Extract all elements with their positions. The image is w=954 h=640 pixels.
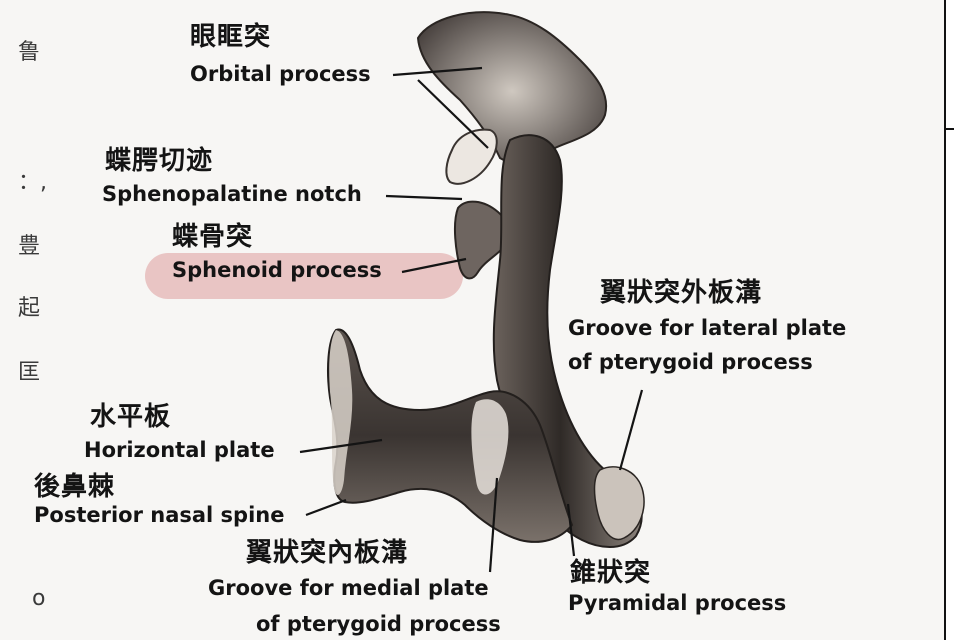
orbital-process-label-en: Orbital process [190, 62, 371, 86]
horizontal-plate-label-en: Horizontal plate [84, 438, 275, 462]
lateral-groove-label-en-line1: Groove for lateral plate [568, 316, 847, 340]
leader-medial-groove [488, 477, 499, 573]
sphenoid-process-shape [453, 200, 511, 280]
lateral-groove-label-zh: 翼狀突外板溝 [600, 278, 763, 308]
posterior-nasal-spine-label-zh: 後鼻棘 [34, 472, 116, 502]
orbital-process-label-zh: 眼眶突 [190, 22, 272, 52]
pyramidal-process-label-zh: 錐狀突 [570, 558, 652, 588]
margin-fragment: ：, [18, 170, 47, 195]
margin-fragment: 匡 [18, 360, 41, 385]
leader-lateral-groove [618, 389, 644, 471]
leader-orbital [392, 66, 483, 77]
orbital-lobe-shape [445, 128, 498, 185]
leader-orbital-2 [417, 79, 489, 149]
margin-fragment: 鲁 [18, 40, 41, 65]
leader-sphenopalatine [385, 194, 463, 201]
sphenopalatine-notch-label-zh: 蝶腭切迹 [105, 146, 214, 176]
orbital-process-shape [416, 11, 608, 172]
margin-fragment: 起 [18, 296, 41, 321]
medial-groove-label-zh: 翼狀突內板溝 [246, 538, 409, 568]
pyramidal-process-shape [593, 466, 645, 541]
leader-lines [299, 66, 644, 573]
leader-horizontal [299, 438, 383, 454]
margin-fragment: o [32, 586, 46, 611]
margin-fragment: 豊 [18, 234, 41, 259]
posterior-nasal-spine-label-en: Posterior nasal spine [34, 503, 285, 527]
sphenoid-process-label-en: Sphenoid process [172, 258, 382, 282]
leader-sphenoid [401, 257, 467, 274]
medial-groove-label-en-line2: of pterygoid process [256, 612, 501, 636]
page-edge-frame [944, 0, 954, 640]
sphenoid-process-highlight [145, 253, 463, 299]
leader-pyramidal [566, 503, 576, 557]
sphenoid-process-label-zh: 蝶骨突 [172, 222, 254, 252]
pyramidal-process-label-en: Pyramidal process [568, 591, 787, 615]
lateral-groove-label-en-line2: of pterygoid process [568, 350, 813, 374]
leader-nasal-spine [305, 498, 347, 517]
sphenopalatine-notch-label-en: Sphenopalatine notch [102, 182, 362, 206]
page-edge-tick [944, 128, 954, 130]
horizontal-plate-highlight [471, 399, 509, 495]
posterior-nasal-spine-shape [329, 330, 353, 495]
medial-groove-label-en-line1: Groove for medial plate [208, 576, 489, 600]
horizontal-plate-label-zh: 水平板 [90, 402, 172, 432]
